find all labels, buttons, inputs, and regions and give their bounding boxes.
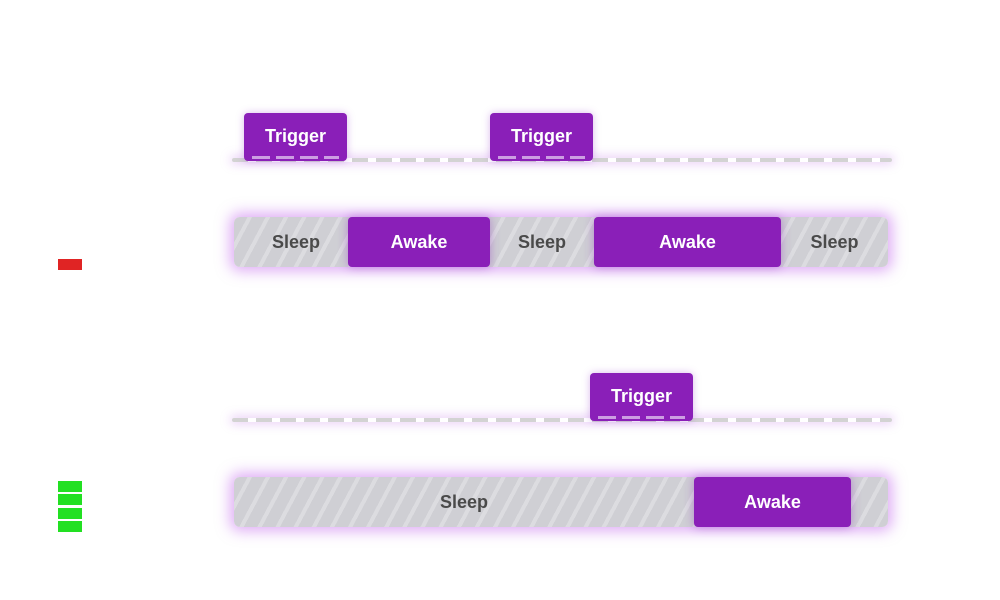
status-indicator-good [58,481,82,532]
trigger-line [232,418,892,422]
sleep-segment: Sleep [271,231,321,252]
status-indicator-bad [58,259,82,270]
indicator-block [58,494,82,506]
awake-segment: Awake [348,217,490,267]
awake-segment: Awake [694,477,851,527]
trigger-block: Trigger [590,373,693,421]
indicator-block [58,507,82,519]
trigger-block: Trigger [244,113,347,161]
trigger-block: Trigger [490,113,593,161]
sleep-segment: Sleep [810,231,859,252]
indicator-block [58,481,82,492]
sleep-segment: Sleep [517,231,567,252]
awake-segment: Awake [594,217,781,267]
scenario-1: Trigger Trigger Sleep Awake Sleep Awake … [0,100,1000,280]
state-timeline: Sleep Awake Sleep Awake Sleep [234,217,888,267]
indicator-block [58,520,82,532]
sleep-segment: Sleep [439,491,489,512]
state-timeline: Sleep Awake [234,477,888,527]
scenario-2: Trigger Sleep Awake [0,360,1000,540]
